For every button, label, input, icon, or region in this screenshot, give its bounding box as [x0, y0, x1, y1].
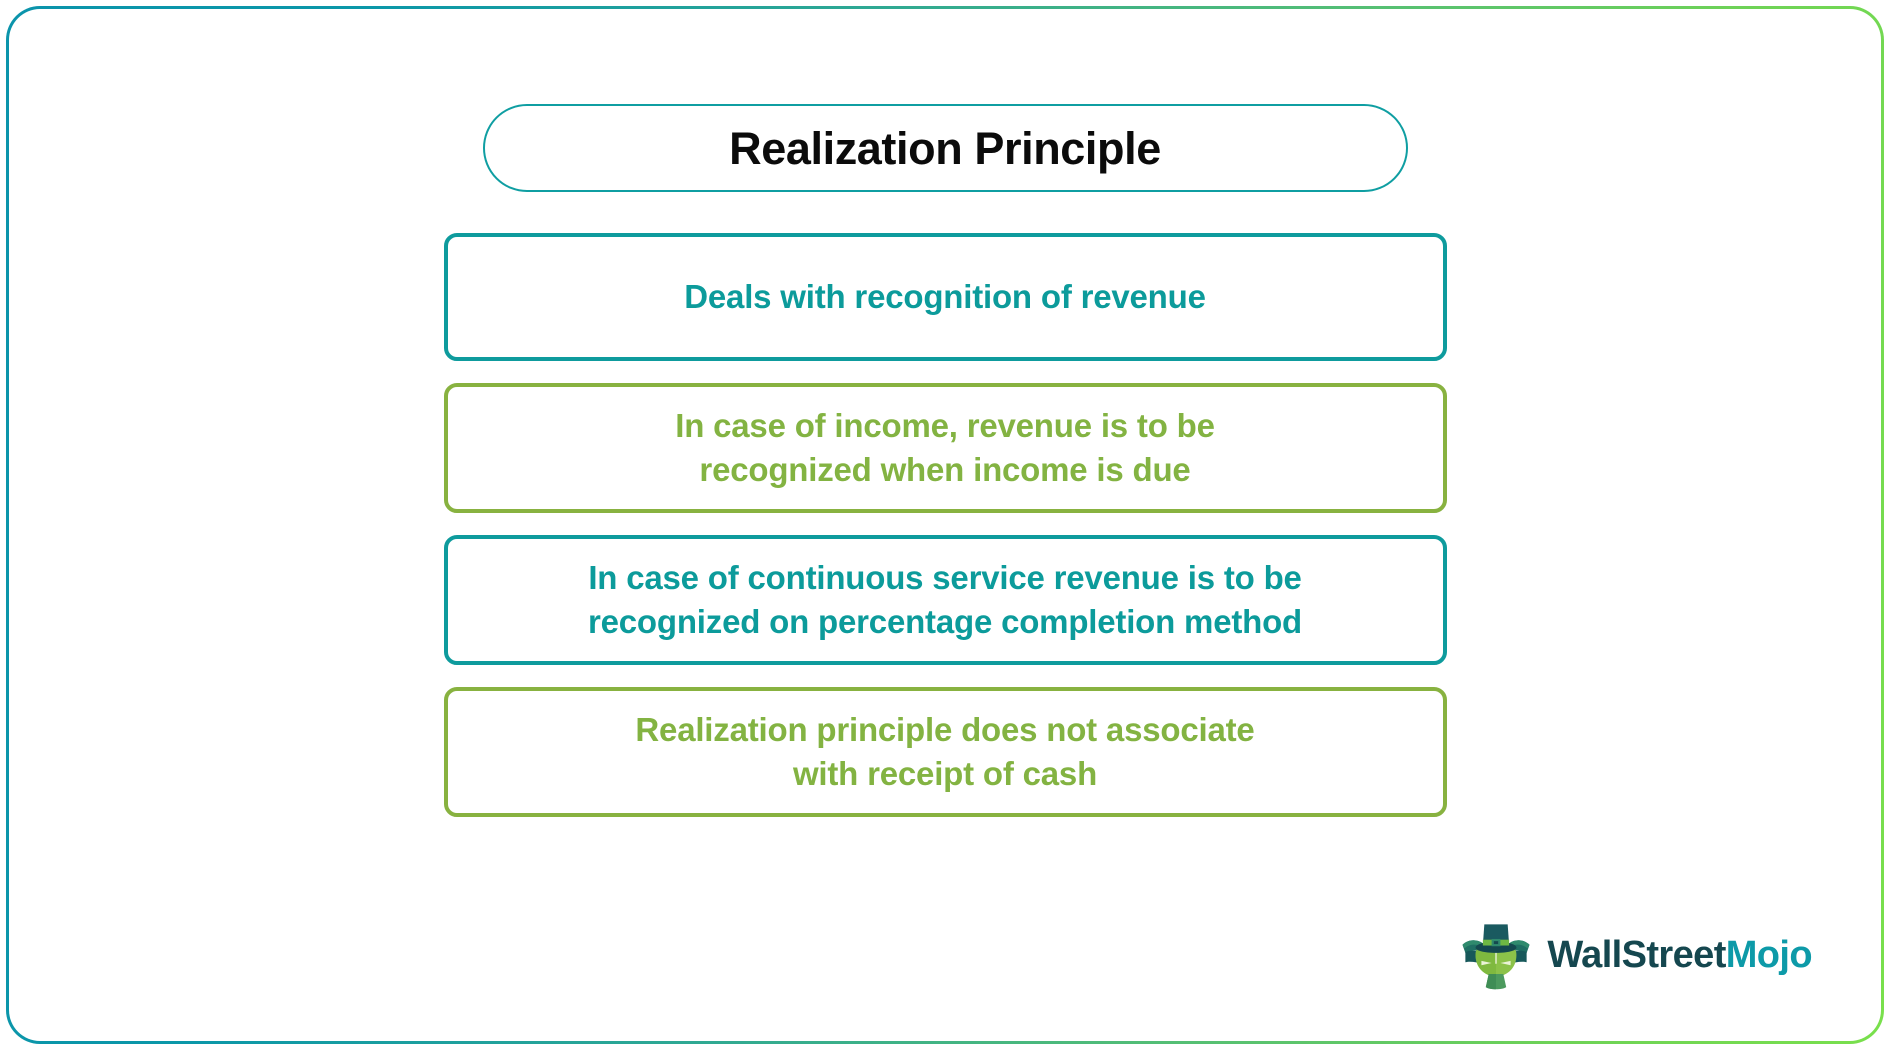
- fact-box-3: In case of continuous service revenue is…: [443, 535, 1447, 665]
- fact-box-1: Deals with recognition of revenue: [443, 233, 1447, 361]
- fact-box-3-text: In case of continuous service revenue is…: [587, 559, 1303, 640]
- fact-box-4: Realization principle does not associate…: [443, 687, 1447, 817]
- fact-box-4-text: Realization principle does not associate…: [635, 711, 1255, 792]
- logo-wordmark-accent: Mojo: [1725, 934, 1813, 976]
- fact-box-list: Deals with recognition of revenue In cas…: [443, 233, 1447, 817]
- fact-box-2: In case of income, revenue is to be reco…: [443, 383, 1447, 513]
- logo-wordmark: WallStreetMojo: [1547, 936, 1812, 974]
- page-title: Realization Principle: [729, 122, 1161, 174]
- wallstreetmojo-logo: WallStreetMojo: [1459, 920, 1813, 990]
- page-title-pill: Realization Principle: [482, 104, 1408, 192]
- fact-box-1-text: Deals with recognition of revenue: [684, 278, 1206, 316]
- fact-box-2-text: In case of income, revenue is to be reco…: [675, 407, 1215, 488]
- bull-mascot-with-top-hat-icon: [1462, 924, 1530, 990]
- logo-wordmark-primary: WallStreet: [1547, 934, 1726, 976]
